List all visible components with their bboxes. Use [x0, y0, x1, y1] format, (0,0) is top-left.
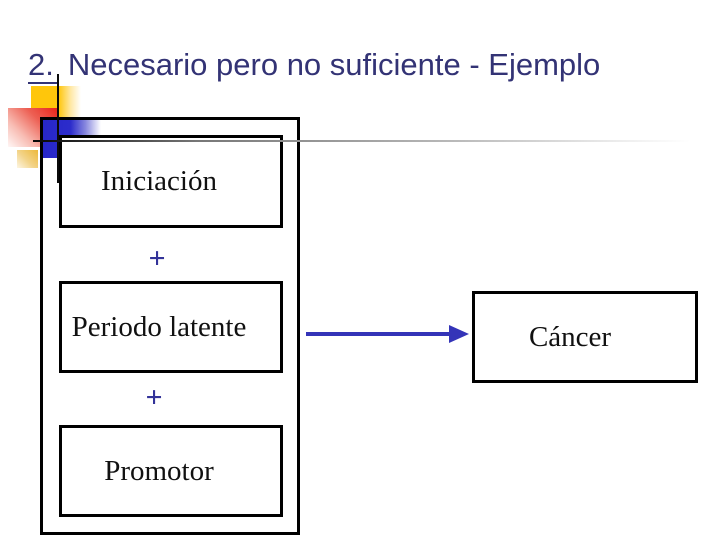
slide-title-number: 2.	[28, 47, 59, 85]
factor-label-iniciacion: Iniciación	[101, 165, 217, 197]
factor-box-periodo-latente: Periodo latente	[59, 281, 283, 373]
plus-operator: +	[145, 381, 163, 414]
plus-operator: +	[148, 242, 166, 275]
arrow-right-head-icon	[449, 325, 469, 343]
slide-title-text: Necesario pero no suficiente - Ejemplo	[67, 47, 601, 82]
result-box-cancer: Cáncer	[472, 291, 698, 383]
arrow-shaft	[306, 332, 450, 336]
accent-small-yellow-square	[17, 150, 38, 168]
factors-group-box	[40, 117, 300, 535]
factor-box-iniciacion: Iniciación	[59, 135, 283, 228]
factor-box-promotor: Promotor	[59, 425, 283, 517]
vertical-accent-line	[57, 74, 59, 183]
factor-label-promotor: Promotor	[104, 454, 214, 487]
slide-title: 2.Necesario pero no suficiente - Ejemplo	[28, 47, 601, 85]
result-label-cancer: Cáncer	[528, 320, 612, 353]
causal-arrow	[306, 325, 469, 343]
horizontal-accent-rule	[33, 140, 690, 142]
factor-label-periodo-latente: Periodo latente	[71, 310, 247, 343]
